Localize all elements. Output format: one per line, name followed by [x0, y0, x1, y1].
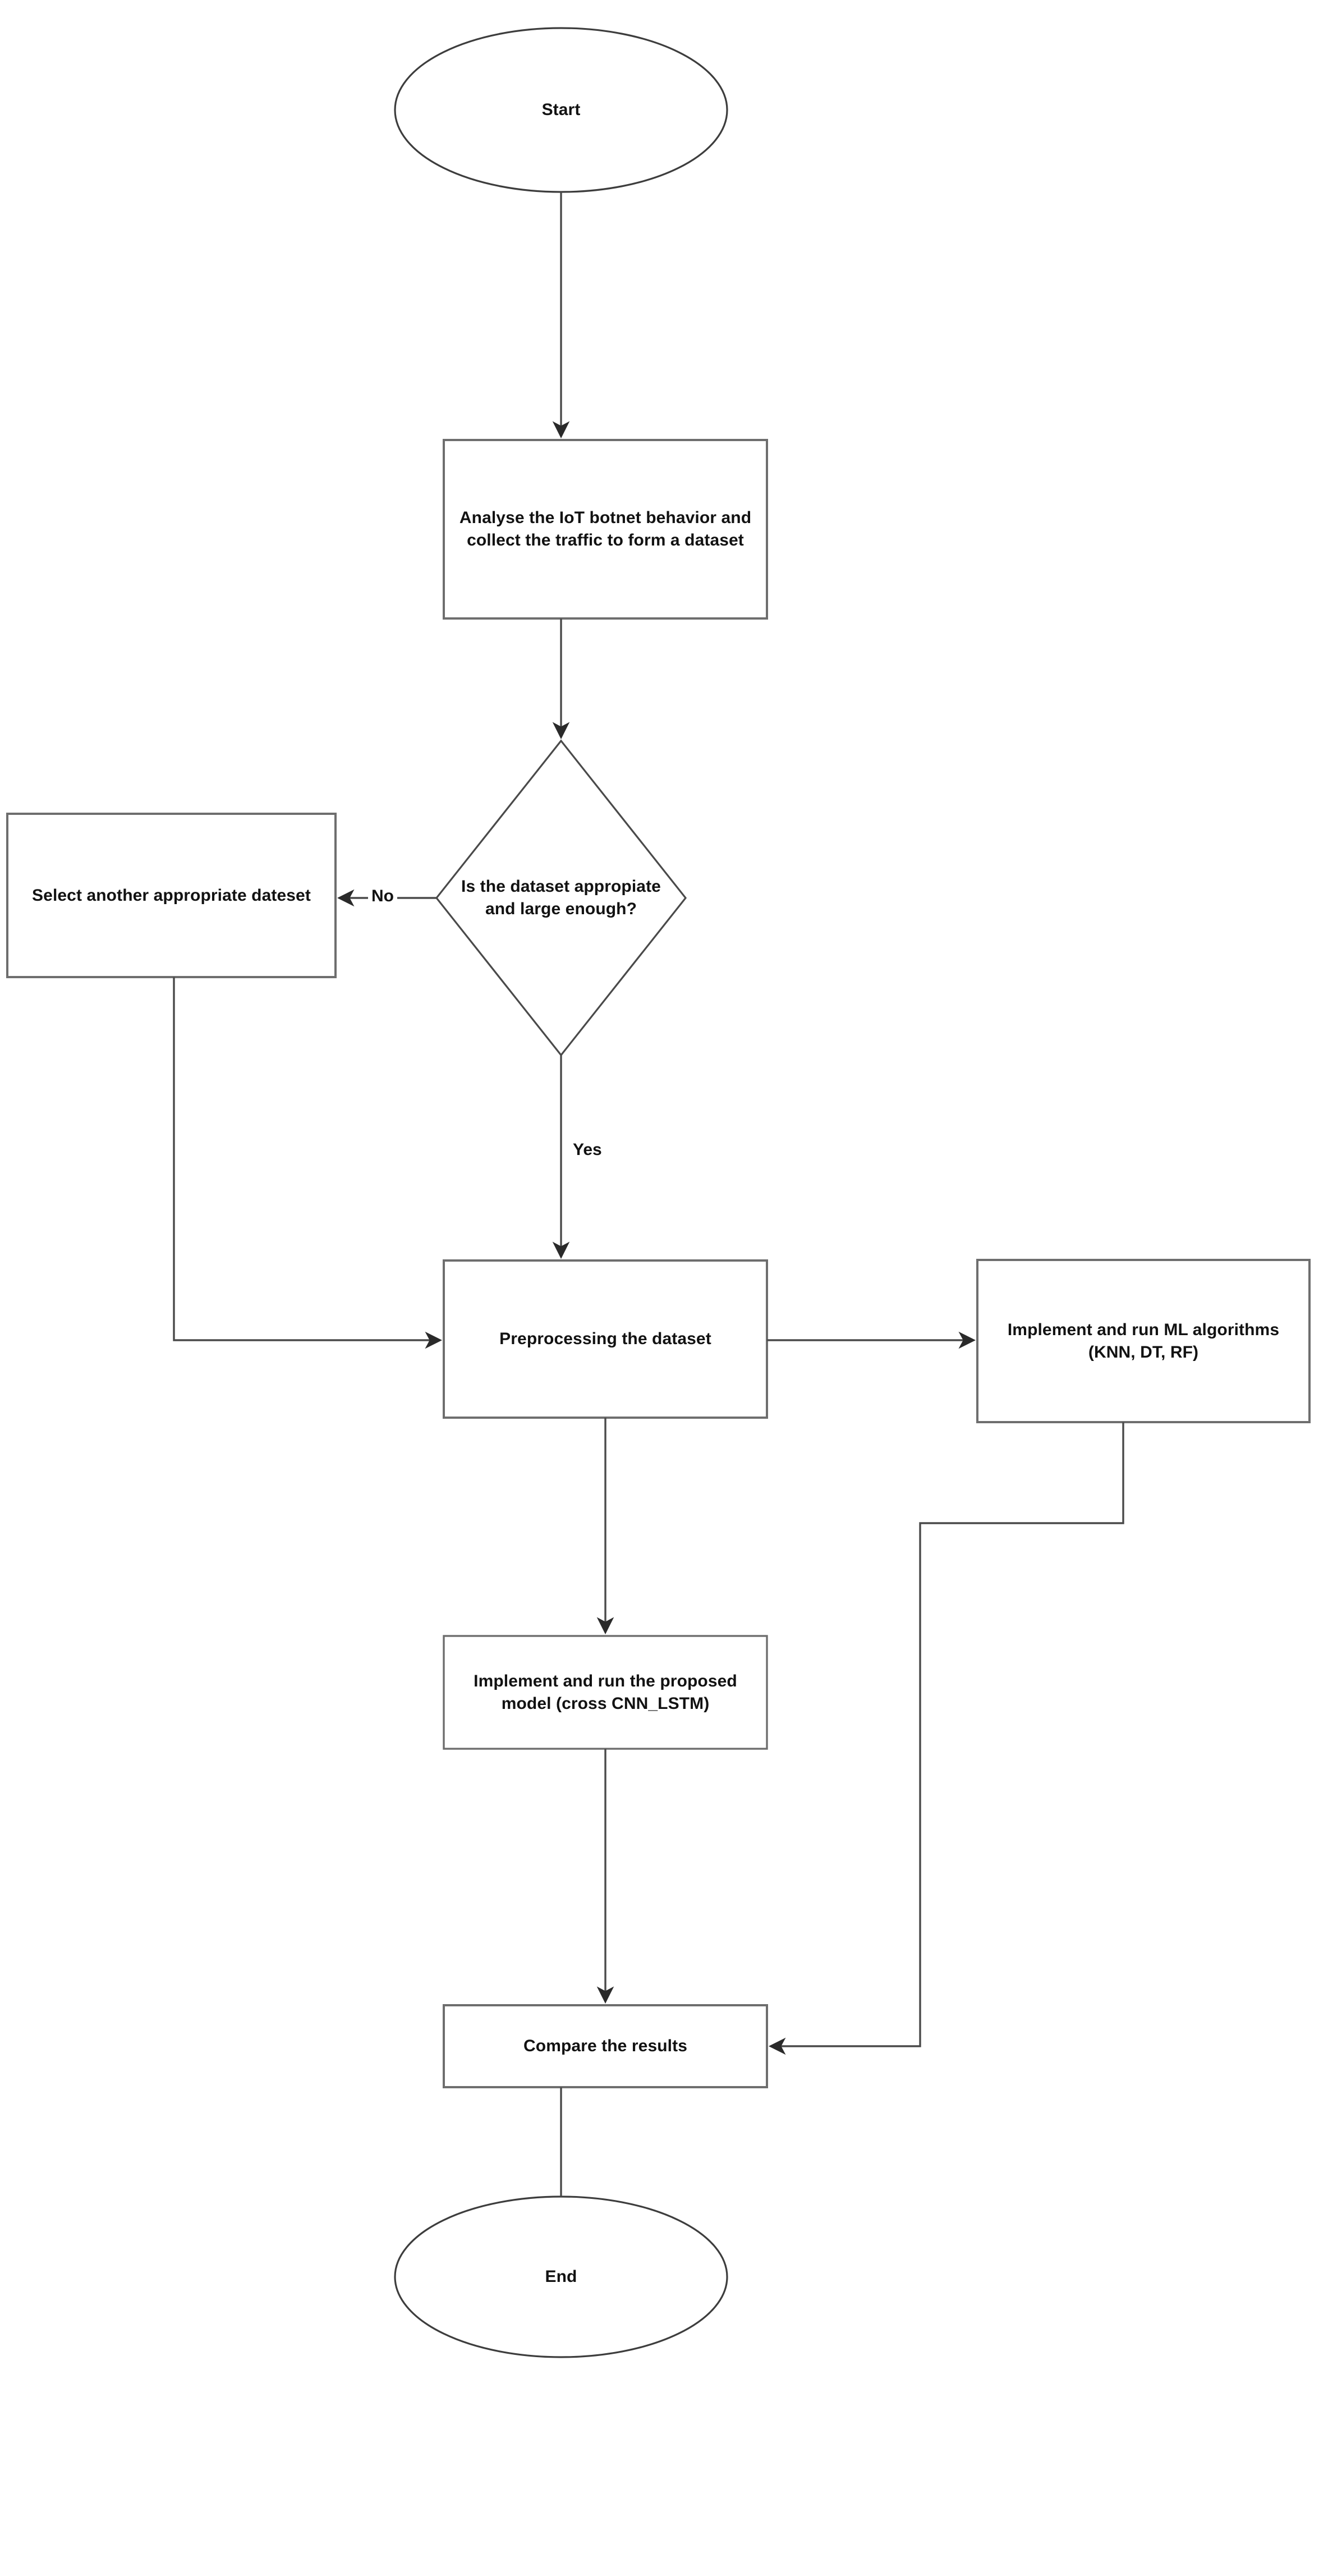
ml-algorithms-process-shape — [976, 1259, 1311, 1423]
start-terminator-shape — [394, 27, 728, 193]
end-terminator-shape — [394, 2195, 728, 2358]
preprocessing-process-shape — [443, 1259, 768, 1419]
edge-select-another-to-preprocessing — [173, 977, 443, 1349]
compare-process-shape — [443, 2004, 768, 2088]
select-another-process-shape — [6, 813, 337, 978]
edge-ml-algorithms-to-compare — [768, 1422, 1124, 2055]
analyse-process-shape — [443, 439, 768, 620]
proposed-model-process-shape — [443, 1635, 768, 1750]
decision-diamond-shape — [435, 739, 687, 1057]
